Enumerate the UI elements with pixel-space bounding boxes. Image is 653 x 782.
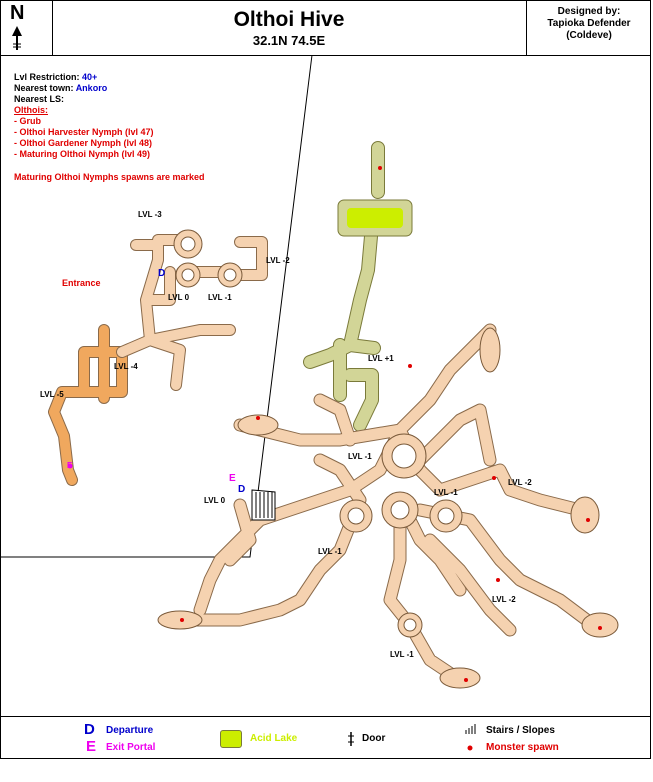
legend-departure: Departure — [106, 725, 154, 736]
main-departure-marker: D — [238, 484, 246, 495]
coordinates: 32.1N 74.5E — [252, 33, 326, 48]
inset-spiral-rooms — [173, 229, 243, 288]
monsters-heading: Olthois: — [14, 105, 48, 115]
inset-tunnels — [48, 234, 268, 486]
main-lvl-0: LVL 0 — [204, 496, 226, 505]
nearest-town-label: Nearest town: — [14, 83, 74, 93]
designer-credit: Designed by: Tapioka Defender (Coldeve) — [526, 0, 651, 55]
inset-divider — [0, 54, 313, 558]
main-hive-tunnels — [173, 323, 607, 687]
monster-item: - Olthoi Harvester Nymph (lvl 47) — [14, 127, 154, 137]
level-plus1-tunnels — [303, 141, 385, 432]
monster-spawn-markers — [180, 166, 602, 682]
monster-item: - Grub — [14, 116, 41, 126]
title-box: Olthoi Hive 32.1N 74.5E — [52, 0, 526, 55]
info-panel: Lvl Restriction: 40+ Nearest town: Ankor… — [14, 72, 205, 183]
legend-acid: Acid Lake — [250, 733, 298, 744]
main-lvl-m1-b: LVL -1 — [434, 488, 458, 497]
entrance-label: Entrance — [62, 278, 101, 288]
door-icon — [348, 732, 354, 746]
designer-line1: Designed by: — [557, 6, 621, 17]
main-exit-marker: E — [229, 473, 236, 484]
inset-lvl-0: LVL 0 — [168, 293, 190, 302]
header-divider — [0, 55, 651, 56]
inset-exit-marker: E — [67, 461, 73, 470]
main-lvl-plus1: LVL +1 — [368, 354, 394, 363]
north-arrow-icon — [12, 26, 22, 50]
designer-line3: (Coldeve) — [566, 30, 612, 41]
nearest-town-value: Ankoro — [75, 83, 108, 93]
level-restriction-label: Lvl Restriction: — [14, 72, 80, 82]
north-letter: N — [10, 2, 25, 24]
legend-acid-swatch — [220, 730, 242, 748]
legend-door: Door — [362, 733, 386, 744]
level-restriction: Lvl Restriction: 40+ — [14, 72, 205, 83]
designer-line2: Tapioka Defender — [547, 18, 631, 29]
legend-stairs: Stairs / Slopes — [486, 725, 555, 736]
inset-lvl-m3: LVL -3 — [138, 210, 162, 219]
legend-spawn: Monster spawn — [486, 742, 559, 753]
main-lvl-m2-b: LVL -2 — [492, 595, 516, 604]
north-indicator: N — [0, 0, 53, 55]
legend: D Departure E Exit Portal Acid Lake Door… — [0, 716, 651, 760]
hive-chambers — [157, 327, 619, 689]
main-lvl-m1-a: LVL -1 — [348, 452, 372, 461]
map-frame — [0, 0, 651, 759]
main-lvl-m2-a: LVL -2 — [508, 478, 532, 487]
nearest-town: Nearest town: Ankoro — [14, 83, 205, 94]
monster-item: - Maturing Olthoi Nymph (lvl 49) — [14, 149, 151, 159]
legend-departure-letter: D — [84, 721, 95, 738]
level-restriction-value: 40+ — [82, 72, 98, 82]
inset-lvl-m1: LVL -1 — [208, 293, 232, 302]
nearest-ls: Nearest LS: — [14, 94, 65, 104]
inset-lvl-m2: LVL -2 — [266, 256, 290, 265]
inset-spawn-marker — [67, 463, 73, 469]
main-lvl-m1-d: LVL -1 — [390, 650, 414, 659]
acid-lake — [347, 208, 403, 228]
map-drawing — [0, 54, 619, 689]
spawn-note: Maturing Olthoi Nymphs spawns are marked — [14, 172, 205, 182]
spawn-dot-icon — [467, 745, 473, 751]
inset-lvl-m4: LVL -4 — [114, 362, 138, 371]
monster-item: - Olthoi Gardener Nymph (lvl 48) — [14, 138, 153, 148]
legend-exit-letter: E — [86, 738, 97, 755]
inset-lvl-m5: LVL -5 — [40, 390, 64, 399]
stairs-icon — [465, 724, 476, 734]
legend-exit: Exit Portal — [106, 742, 156, 753]
page-title: Olthoi Hive — [233, 8, 345, 31]
inset-departure-marker: D — [158, 268, 166, 279]
main-lvl-m1-c: LVL -1 — [318, 547, 342, 556]
